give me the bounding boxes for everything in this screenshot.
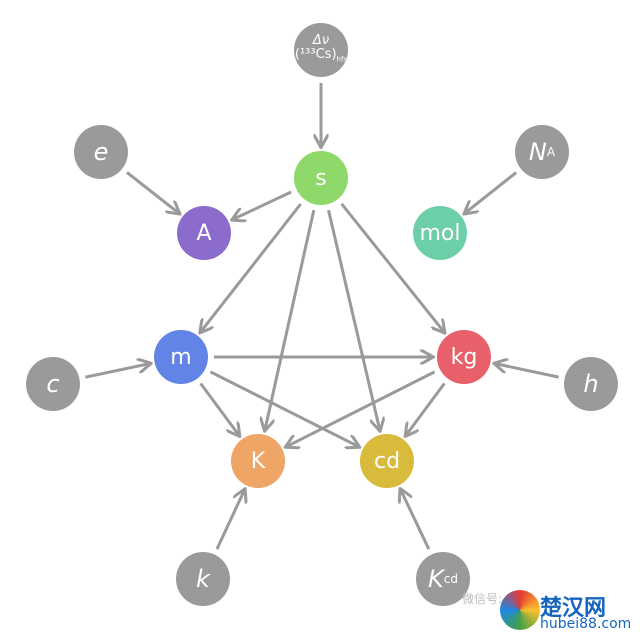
constant-symbol: k [196, 565, 210, 593]
arrow-e-to-A [126, 171, 179, 213]
unit-node-kg: kg [437, 330, 491, 384]
arrow-m-to-cd [209, 370, 358, 447]
arrow-m-to-K [199, 382, 239, 436]
unit-node-A: A [177, 206, 231, 260]
arrow-s-to-A [233, 190, 292, 219]
arrow-NA-to-mol [465, 171, 518, 214]
arrow-kg-to-K [287, 370, 436, 447]
arrow-kg-to-cd [406, 382, 446, 436]
arrow-s-to-kg [340, 202, 444, 332]
arrow-s-to-m [201, 203, 302, 332]
constant-node-dnu: Δν(¹³³Cs)hfs [294, 23, 348, 77]
arrow-c-to-m [84, 364, 149, 379]
unit-node-m: m [154, 330, 208, 384]
constant-node-k: k [176, 552, 230, 606]
watermark-site-url: hubei88.com [540, 616, 632, 632]
arrow-Kcd-to-cd [401, 490, 431, 550]
constant-symbol: N [528, 138, 547, 166]
constant-node-e: e [74, 125, 128, 179]
unit-node-mol: mol [413, 206, 467, 260]
arrow-s-to-cd [327, 209, 379, 430]
constant-symbol: h [583, 370, 599, 398]
arrow-s-to-K [265, 209, 316, 430]
unit-node-s: s [294, 151, 348, 205]
arrow-h-to-kg [495, 364, 560, 379]
constant-symbol: e [93, 138, 109, 166]
constant-symbol: Δν [312, 32, 330, 48]
unit-node-K: K [231, 434, 285, 488]
constant-subscript: cd [443, 572, 458, 586]
constant-node-h: h [564, 357, 618, 411]
constant-subscript: A [546, 145, 556, 159]
constant-symbol: K [428, 565, 444, 593]
constant-symbol: c [46, 370, 60, 398]
constant-qualifier: (¹³³Cs)hfs [294, 46, 348, 64]
unit-node-cd: cd [360, 434, 414, 488]
arrow-k-to-K [215, 490, 245, 550]
watermark-site-name: 楚汉网 [540, 596, 607, 621]
constant-node-c: c [26, 357, 80, 411]
globe-logo-icon [500, 590, 540, 630]
